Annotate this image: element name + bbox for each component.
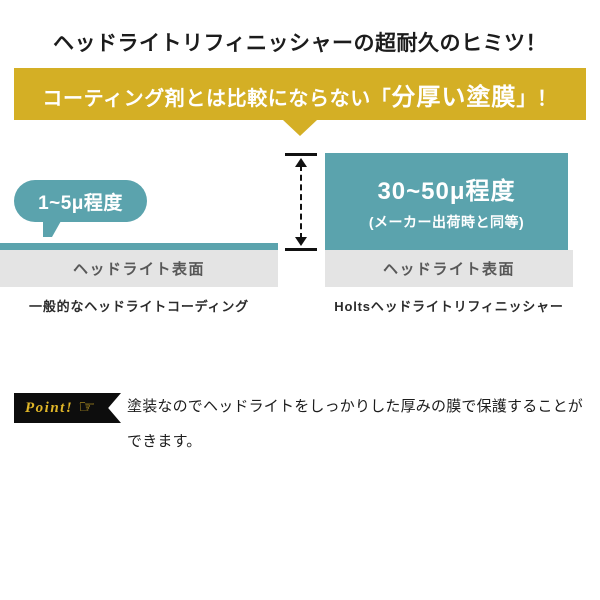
page-title: ヘッドライトリフィニッシャーの超耐久のヒミツ！ [52, 31, 548, 55]
diagram-column-generic: 1~5μ程度 ヘッドライト表面 一般的なヘッドライトコーディング [0, 150, 278, 315]
point-badge-label: Point! [25, 399, 74, 416]
thickness-comparison-diagram: 1~5μ程度 ヘッドライト表面 一般的なヘッドライトコーディング 30~50μ程… [0, 150, 600, 315]
headlight-surface-band-left: ヘッドライト表面 [0, 250, 278, 287]
thickness-measure-arrow-icon [283, 153, 319, 251]
banner: コーティング剤とは比較にならない「分厚い塗膜」！ [14, 68, 586, 136]
thin-coat-callout-label: 1~5μ程度 [38, 192, 123, 214]
pointing-hand-icon: ☞ [78, 397, 96, 418]
measure-arrowhead-down [295, 237, 307, 246]
banner-text-emphasis: 分厚い塗膜 [391, 84, 517, 111]
thin-coat-callout: 1~5μ程度 [14, 180, 147, 222]
banner-text-after: 」！ [516, 87, 558, 110]
thick-coating-layer: 30~50μ程度 (メーカー出荷時と同等) [325, 153, 568, 250]
banner-text-before: コーティング剤とは比較にならない「 [42, 87, 392, 110]
point-body-text: 塗装なのでヘッドライトをしっかりした厚みの膜で保護することができます。 [127, 398, 584, 451]
callout-tail-icon [43, 221, 61, 237]
headlight-surface-band-right: ヘッドライト表面 [325, 250, 573, 287]
banner-notch-icon [283, 120, 317, 136]
point-badge: Point! ☞ [14, 393, 121, 423]
measure-shaft [300, 165, 302, 239]
surface-label-left: ヘッドライト表面 [72, 261, 205, 278]
surface-label-right: ヘッドライト表面 [382, 261, 515, 278]
caption-holts: Holtsヘッドライトリフィニッシャー [334, 299, 564, 314]
banner-text: コーティング剤とは比較にならない「分厚い塗膜」！ [42, 77, 557, 112]
diagram-column-holts: 30~50μ程度 (メーカー出荷時と同等) ヘッドライト表面 Holtsヘッドラ… [325, 150, 573, 315]
measure-cap-top [285, 153, 317, 156]
caption-generic: 一般的なヘッドライトコーディング [29, 299, 249, 314]
thin-coating-layer [0, 243, 278, 250]
thick-coat-label: 30~50μ程度 [377, 178, 516, 205]
banner-bar: コーティング剤とは比較にならない「分厚い塗膜」！ [14, 68, 586, 120]
thick-coat-note: (メーカー出荷時と同等) [368, 214, 525, 230]
measure-arrowhead-up [295, 158, 307, 167]
measure-cap-bottom [285, 248, 317, 251]
